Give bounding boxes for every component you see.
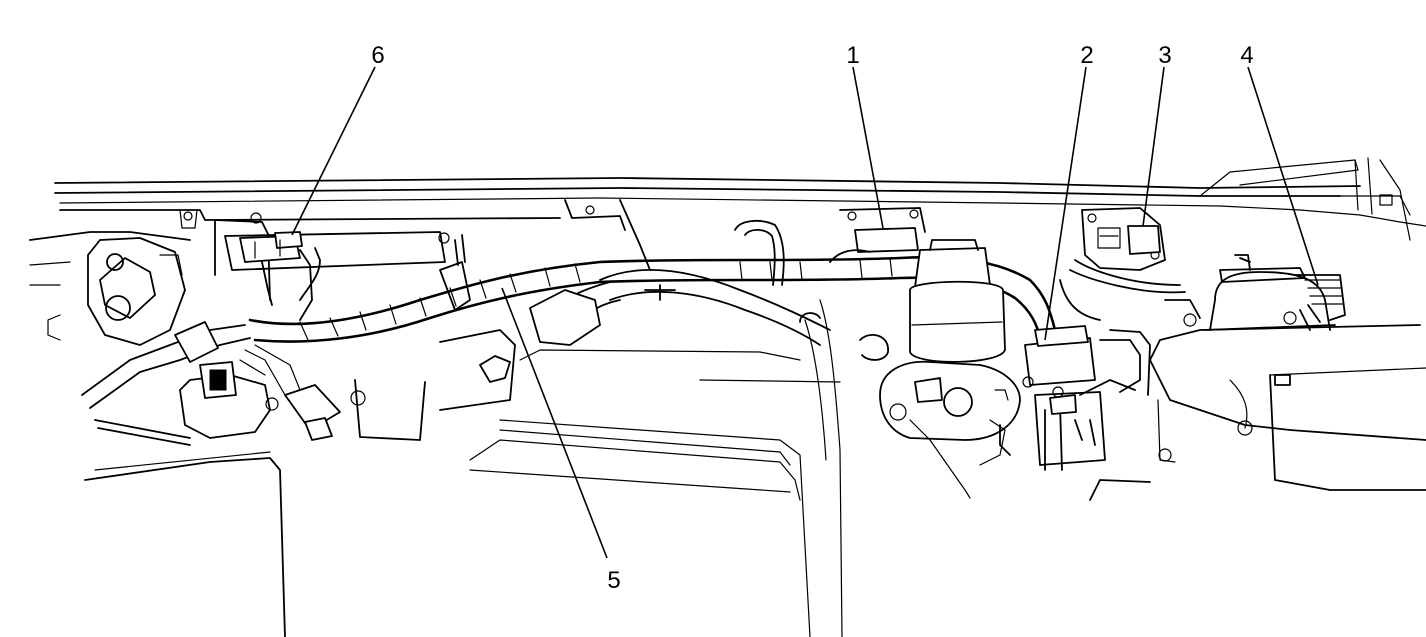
abs-module bbox=[999, 325, 1151, 501]
callout-4-label: 4 bbox=[1240, 42, 1253, 69]
left-components bbox=[81, 237, 366, 446]
lower-frame bbox=[354, 299, 889, 637]
callout-2-leader bbox=[1044, 66, 1087, 341]
callout-leaders bbox=[291, 66, 1319, 559]
callout-1-label: 1 bbox=[846, 42, 859, 69]
item-1-connector bbox=[829, 207, 926, 263]
battery-fuse-area bbox=[1059, 207, 1346, 436]
callout-4-leader bbox=[1247, 66, 1319, 286]
callout-6-label: 6 bbox=[371, 42, 384, 69]
item-3-connector bbox=[1127, 225, 1161, 255]
callout-1-leader bbox=[852, 66, 884, 229]
callout-labels: 1 2 3 4 5 6 bbox=[371, 42, 1253, 594]
cowl-panel bbox=[54, 157, 1426, 241]
callout-2-label: 2 bbox=[1080, 42, 1093, 69]
body-structure bbox=[29, 219, 1426, 637]
brake-master-cylinder bbox=[879, 239, 1021, 499]
callout-3-label: 3 bbox=[1158, 42, 1171, 69]
callout-5-label: 5 bbox=[607, 567, 620, 594]
callout-5-leader bbox=[501, 287, 608, 559]
item-6-connector bbox=[239, 231, 313, 321]
intake-tube bbox=[529, 219, 831, 346]
callout-6-leader bbox=[291, 66, 376, 236]
wiring-harness bbox=[248, 234, 1057, 343]
callout-3-leader bbox=[1142, 66, 1165, 227]
